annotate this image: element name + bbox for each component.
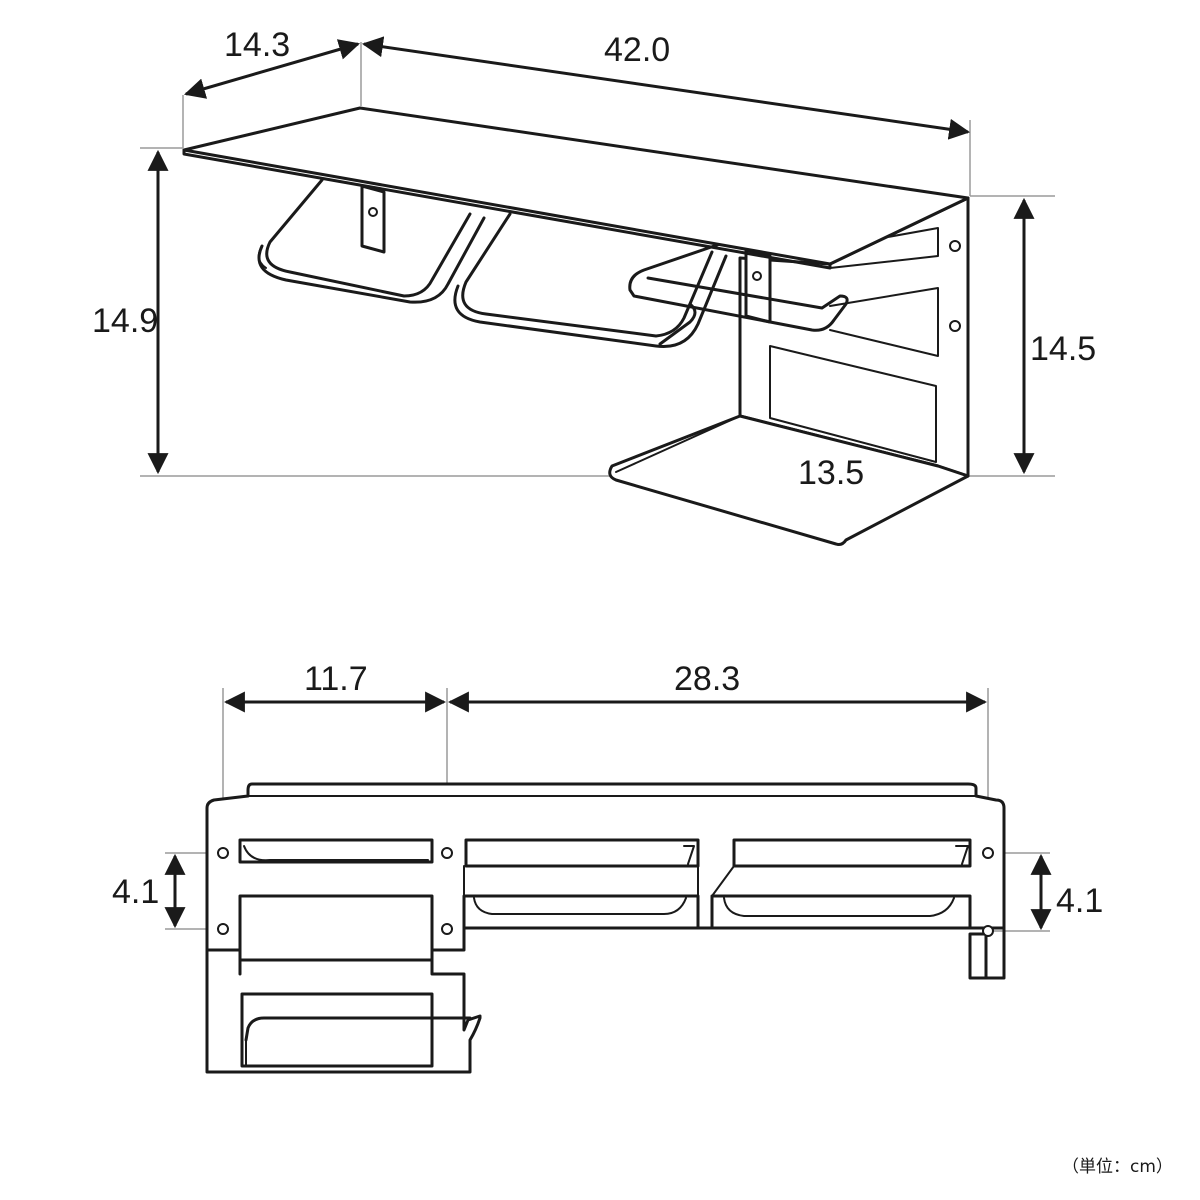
width-dimension-line xyxy=(361,36,971,140)
mounting-hole xyxy=(217,923,229,935)
width-label: 42.0 xyxy=(604,31,670,69)
unit-note: （単位：cm） xyxy=(1062,1157,1173,1177)
height-right-label: 14.5 xyxy=(1030,330,1096,368)
hole-pitch-left-label: 4.1 xyxy=(112,873,159,911)
height-left-label: 14.9 xyxy=(92,302,158,340)
mounting-hole xyxy=(441,923,453,935)
mounting-hole xyxy=(217,847,229,859)
hole-pitch-right-label: 4.1 xyxy=(1056,882,1103,920)
slot-left xyxy=(238,838,434,864)
top-shelf xyxy=(182,106,970,266)
depth-dimension-line xyxy=(183,39,361,99)
tray-depth-label: 13.5 xyxy=(798,454,864,492)
front-view: 11.7 28.3 4.1 4.1 xyxy=(112,660,1103,1074)
depth-label: 14.3 xyxy=(224,26,290,64)
slot-right xyxy=(732,838,972,868)
hole-span-left-label: 11.7 xyxy=(304,660,368,698)
mounting-hole xyxy=(441,847,453,859)
roll-holder-middle xyxy=(461,212,714,338)
perspective-view: 14.3 42.0 14.9 14.5 13.5 xyxy=(92,26,1096,546)
roll-holder-left xyxy=(265,178,472,298)
mounting-hole xyxy=(982,847,994,859)
rack-body xyxy=(182,106,970,546)
towel-bar xyxy=(628,242,849,332)
bottom-tray xyxy=(608,414,970,546)
hole-span-right-label: 28.3 xyxy=(674,660,740,698)
mounting-hole xyxy=(982,925,994,937)
